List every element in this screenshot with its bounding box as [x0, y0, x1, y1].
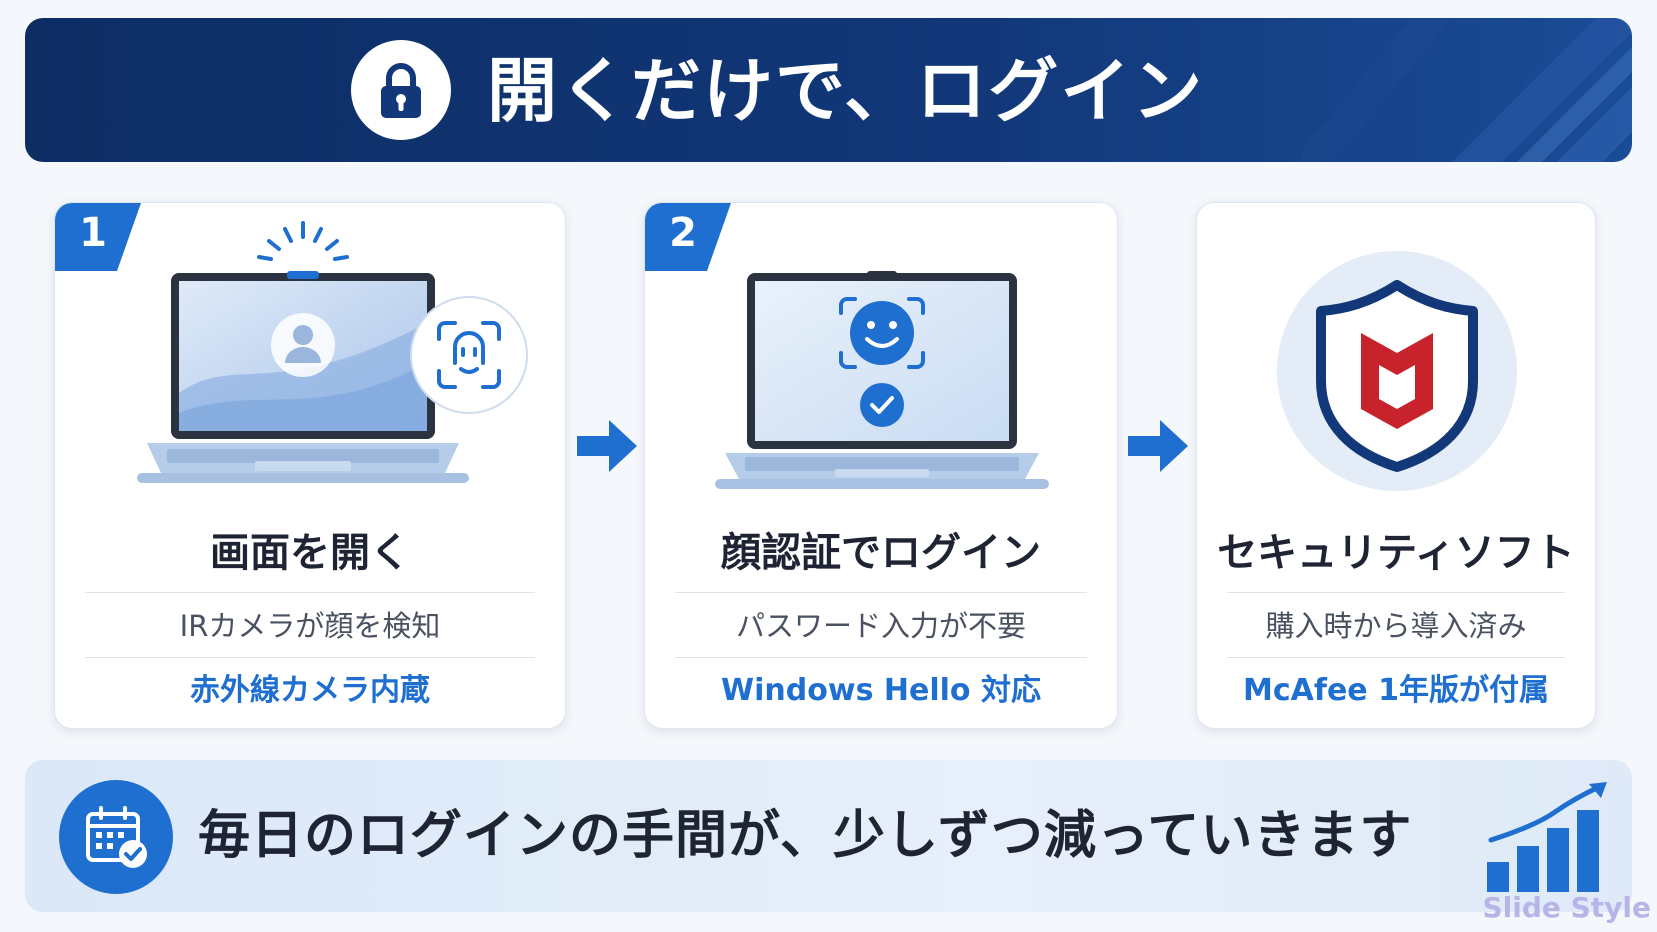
mcafee-shield-icon — [1277, 251, 1517, 491]
step-description-3: 購入時から導入済み — [1265, 609, 1527, 643]
step-badge-2 — [645, 203, 731, 271]
calendar-check-icon — [86, 806, 147, 868]
card-divider — [1227, 657, 1565, 658]
step-feature-2: Windows Hello 対応 — [721, 673, 1041, 708]
step-feature-3: McAfee 1年版が付属 — [1243, 673, 1549, 708]
step-title-1: 画面を開く — [210, 530, 410, 576]
step-title-3: セキュリティソフト — [1217, 530, 1575, 576]
step-description-2: パスワード入力が不要 — [735, 609, 1026, 643]
laptop-face-id-icon — [715, 271, 1049, 489]
banner-stripes-decoration — [1302, 18, 1632, 162]
arrow-right-icon — [577, 420, 637, 472]
step-number-2: 2 — [669, 210, 697, 256]
step-card-3: セキュリティソフト 購入時から導入済み McAfee 1年版が付属 — [1196, 202, 1596, 729]
card-divider — [1227, 592, 1565, 593]
step-feature-1: 赤外線カメラ内蔵 — [190, 673, 430, 708]
card-divider — [85, 592, 535, 593]
laptop-webcam-icon — [137, 221, 528, 483]
step-card-2: 2 顔認証でログイン パスワード入力が不要 — [644, 202, 1118, 729]
growth-chart-icon — [1487, 782, 1607, 892]
page-title: 開くだけで、ログイン — [487, 50, 1205, 132]
step-number-1: 1 — [79, 210, 107, 256]
calendar-icon-circle — [59, 780, 173, 894]
lock-icon-circle — [351, 40, 451, 140]
card-divider — [675, 592, 1087, 593]
card-divider — [85, 657, 535, 658]
step-card-1: 1 — [54, 202, 566, 729]
footer-banner: 毎日のログインの手間が、少しずつ減っていきます — [25, 760, 1632, 912]
header-banner: 開くだけで、ログイン — [25, 18, 1632, 162]
step-description-1: IRカメラが顔を検知 — [179, 609, 441, 643]
footer-message: 毎日のログインの手間が、少しずつ減っていきます — [198, 806, 1413, 866]
lock-icon — [381, 63, 421, 118]
step-title-2: 顔認証でログイン — [721, 530, 1041, 576]
watermark: Slide Style — [1482, 891, 1651, 924]
arrow-right-icon — [1128, 420, 1188, 472]
step-badge-1 — [55, 203, 141, 271]
card-divider — [675, 657, 1087, 658]
